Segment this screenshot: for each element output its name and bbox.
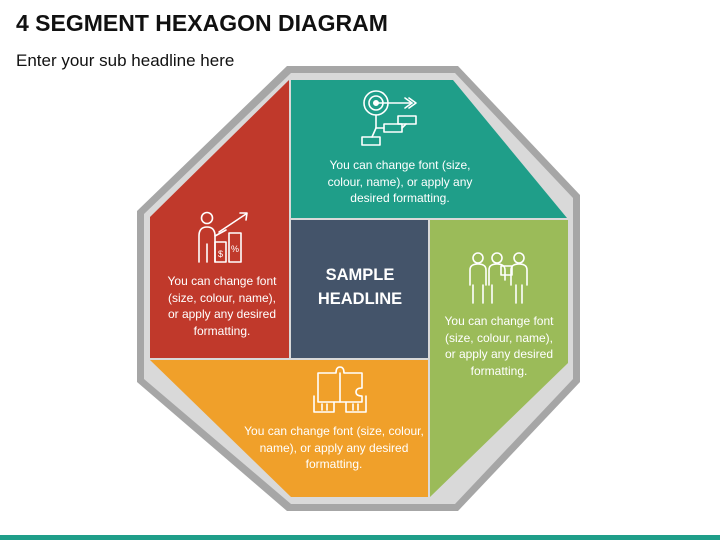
segment-left-text: You can change font (size, colour, name)…: [167, 274, 277, 338]
segment-top-text: You can change font (size, colour, name)…: [327, 158, 473, 205]
puzzle-hands-icon: [313, 366, 367, 413]
segment-left: [150, 80, 289, 358]
target-flowchart-icon: [361, 90, 417, 146]
svg-text:%: %: [231, 244, 239, 254]
accent-bar: [0, 535, 720, 540]
page-subtitle: Enter your sub headline here: [16, 51, 235, 70]
center-block: [291, 220, 428, 358]
segment-top: [291, 80, 567, 218]
segment-bottom: [150, 360, 428, 497]
segment-right: [430, 220, 568, 497]
segment-right-text: You can change font (size, colour, name)…: [444, 314, 554, 378]
segment-bottom-text: You can change font (size, colour, name)…: [244, 424, 424, 471]
business-growth-icon: $ %: [198, 211, 248, 263]
svg-text:$: $: [218, 249, 223, 259]
business-team-icon: [469, 252, 528, 304]
page-title: 4 SEGMENT HEXAGON DIAGRAM: [16, 10, 388, 36]
center-headline: SAMPLE HEADLINE: [317, 266, 403, 308]
